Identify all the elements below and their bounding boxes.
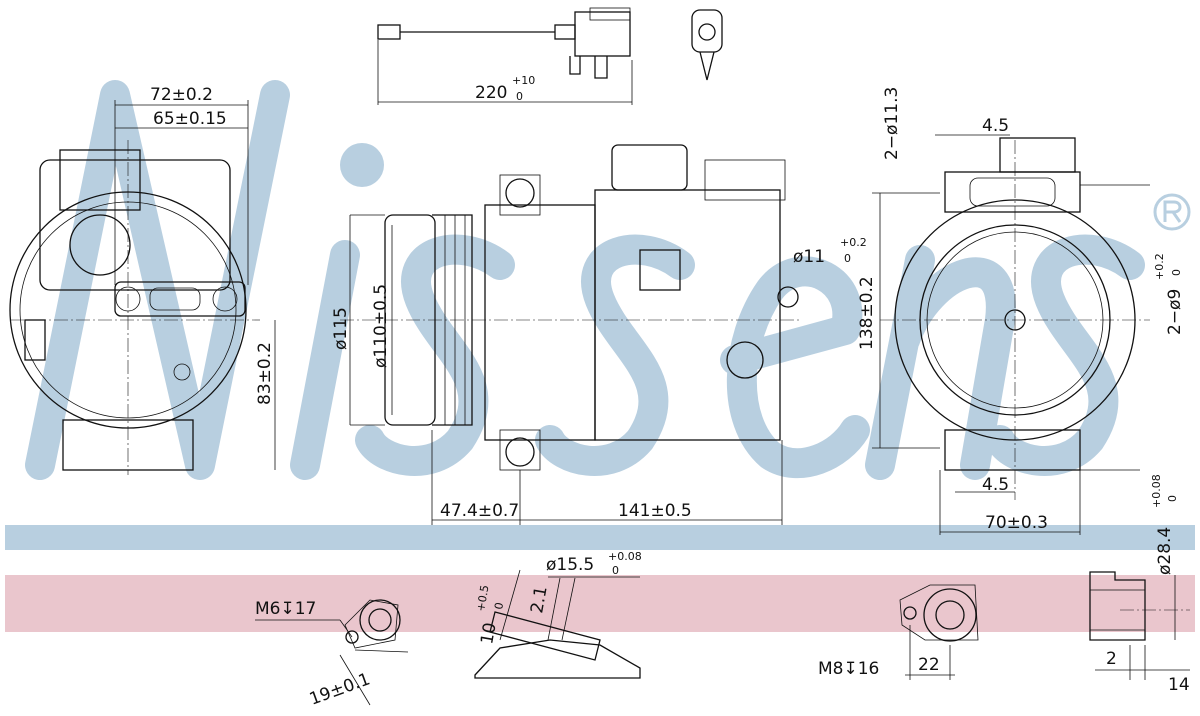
middle-side-view: [340, 144, 800, 525]
dim-83: 83±0.2: [255, 342, 275, 405]
dim-2x9-tol: +0.2: [1153, 253, 1166, 280]
detail-m6-port: [255, 599, 409, 706]
dim-220-tol: +10: [512, 74, 535, 87]
dim-11: ø11: [793, 247, 825, 267]
dim-4-5-top: 4.5: [982, 116, 1009, 136]
dim-4-5-bottom: 4.5: [982, 475, 1009, 495]
registered-mark: [1153, 193, 1191, 231]
dim-110: ø110±0.5: [371, 284, 391, 368]
dim-10: 10: [477, 621, 500, 646]
dim-138: 138±0.2: [857, 276, 877, 350]
dim-72: 72±0.2: [150, 85, 213, 105]
dim-2-1: 2.1: [527, 585, 551, 615]
connector-cable: [377, 7, 723, 105]
dim-115: ø115: [331, 307, 351, 350]
dim-220-tol-low: 0: [516, 90, 523, 103]
dim-65: 65±0.15: [153, 109, 227, 129]
dim-2x11-3: 2−ø11.3: [882, 87, 902, 160]
detail-m8-port: [899, 584, 979, 680]
dim-14: 14: [1168, 675, 1190, 695]
dim-15-5-tol: +0.08: [608, 550, 642, 563]
dim-141: 141±0.5: [618, 501, 692, 521]
detail-fitting-section: [474, 569, 641, 679]
dim-11-tol: +0.2: [840, 236, 867, 249]
dim-15-5: ø15.5: [546, 555, 594, 575]
front-view: [872, 134, 1150, 535]
dim-m8: M8↧16: [818, 659, 879, 679]
dim-m6: M6↧17: [255, 599, 316, 619]
detail-pipe-section: [1089, 571, 1190, 680]
dim-11-tol-low: 0: [844, 252, 851, 265]
dim-19: 19±0.1: [307, 669, 373, 709]
dim-2x9: 2−ø9: [1165, 289, 1185, 335]
dim-28-4: ø28.4: [1155, 527, 1175, 575]
dim-28-4-tol-low: 0: [1166, 495, 1179, 502]
dim-2x9-tol-low: 0: [1170, 269, 1183, 276]
left-side-view: [9, 100, 276, 475]
dim-70: 70±0.3: [985, 513, 1048, 533]
dim-22: 22: [918, 655, 940, 675]
dim-10-tol-low: 0: [492, 601, 506, 610]
dim-2: 2: [1106, 649, 1117, 669]
blue-band: [5, 525, 1195, 550]
dim-15-5-tol-low: 0: [612, 564, 619, 577]
pink-band: [5, 575, 1195, 632]
dim-47-4: 47.4±0.7: [440, 501, 519, 521]
dim-28-4-tol: +0.08: [1150, 474, 1163, 508]
dim-220: 220: [475, 83, 507, 103]
dim-10-tol: +0.5: [474, 584, 491, 613]
watermark-logo: [25, 80, 1145, 480]
